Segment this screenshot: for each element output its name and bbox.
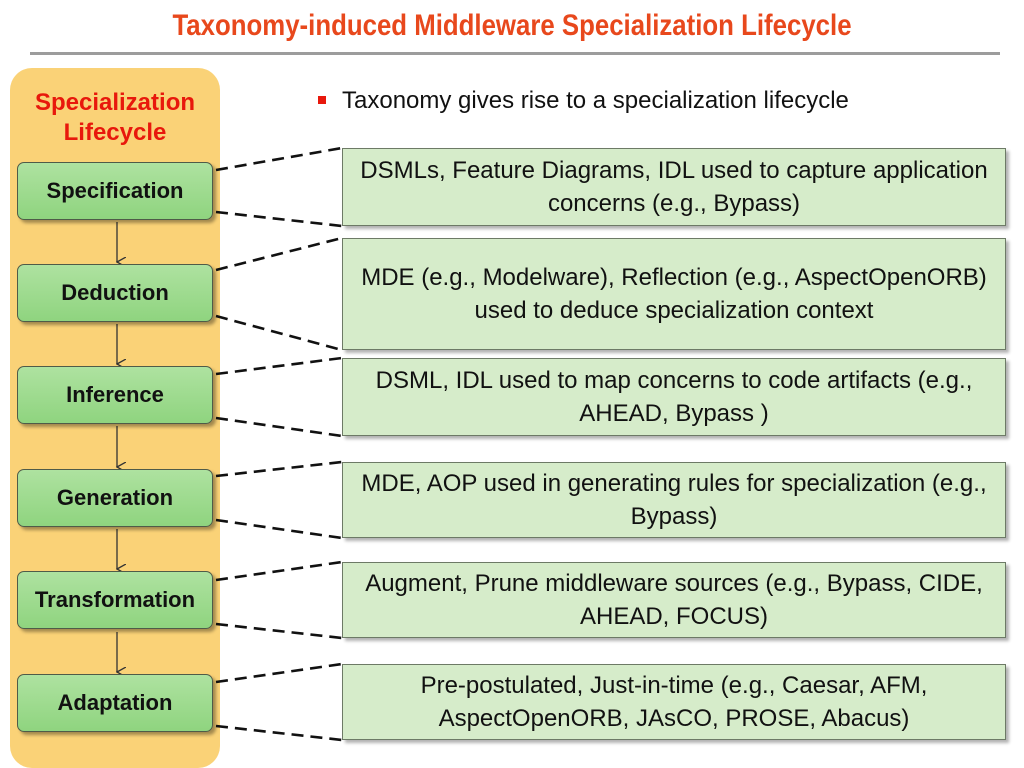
description-inference: DSML, IDL used to map concerns to code a… [342,358,1006,436]
dashed-connector [215,356,343,376]
description-specification: DSMLs, Feature Diagrams, IDL used to cap… [342,148,1006,226]
dashed-connector [215,622,343,640]
description-transformation: Augment, Prune middleware sources (e.g.,… [342,562,1006,638]
stage-transformation: Transformation [17,571,213,629]
title-divider [30,52,1000,55]
stage-adaptation: Adaptation [17,674,213,732]
stage-deduction: Deduction [17,264,213,322]
dashed-connector [215,460,343,478]
bullet-point: Taxonomy gives rise to a specialization … [318,86,849,116]
dashed-connector [215,724,343,742]
stage-specification: Specification [17,162,213,220]
stage-generation: Generation [17,469,213,527]
dashed-connector [215,210,343,228]
slide-title: Taxonomy-induced Middleware Specializati… [172,9,852,42]
dashed-connector [215,662,343,684]
dashed-connector [215,314,343,352]
dashed-connector [215,146,343,172]
description-generation: MDE, AOP used in generating rules for sp… [342,462,1006,538]
stage-inference: Inference [17,366,213,424]
dashed-connector [215,518,343,540]
description-deduction: MDE (e.g., Modelware), Reflection (e.g.,… [342,238,1006,350]
dashed-connector [215,236,343,272]
dashed-connector [215,560,343,582]
description-adaptation: Pre-postulated, Just-in-time (e.g., Caes… [342,664,1006,740]
bullet-square-icon [318,96,326,104]
bullet-text: Taxonomy gives rise to a specialization … [342,87,849,114]
lifecycle-label: Specialization Lifecycle [34,89,196,146]
dashed-connector [215,416,343,438]
